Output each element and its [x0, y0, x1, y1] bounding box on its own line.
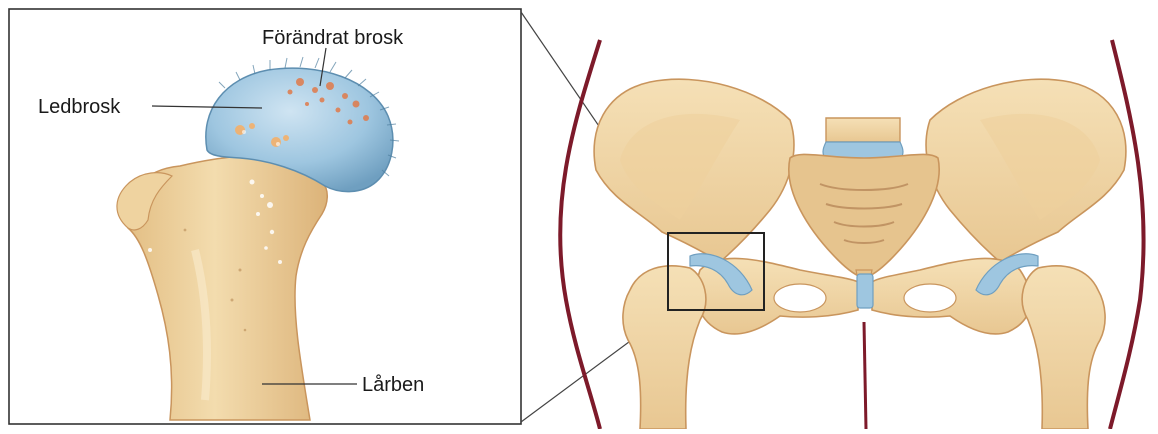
pelvis-drawing — [594, 79, 1126, 429]
body-outline-right — [1110, 40, 1144, 429]
label-femur: Lårben — [362, 375, 424, 395]
label-altered-cartilage: Förändrat brosk — [262, 28, 403, 48]
body-midline — [864, 322, 866, 429]
label-articular-cartilage: Ledbrosk — [38, 97, 120, 117]
